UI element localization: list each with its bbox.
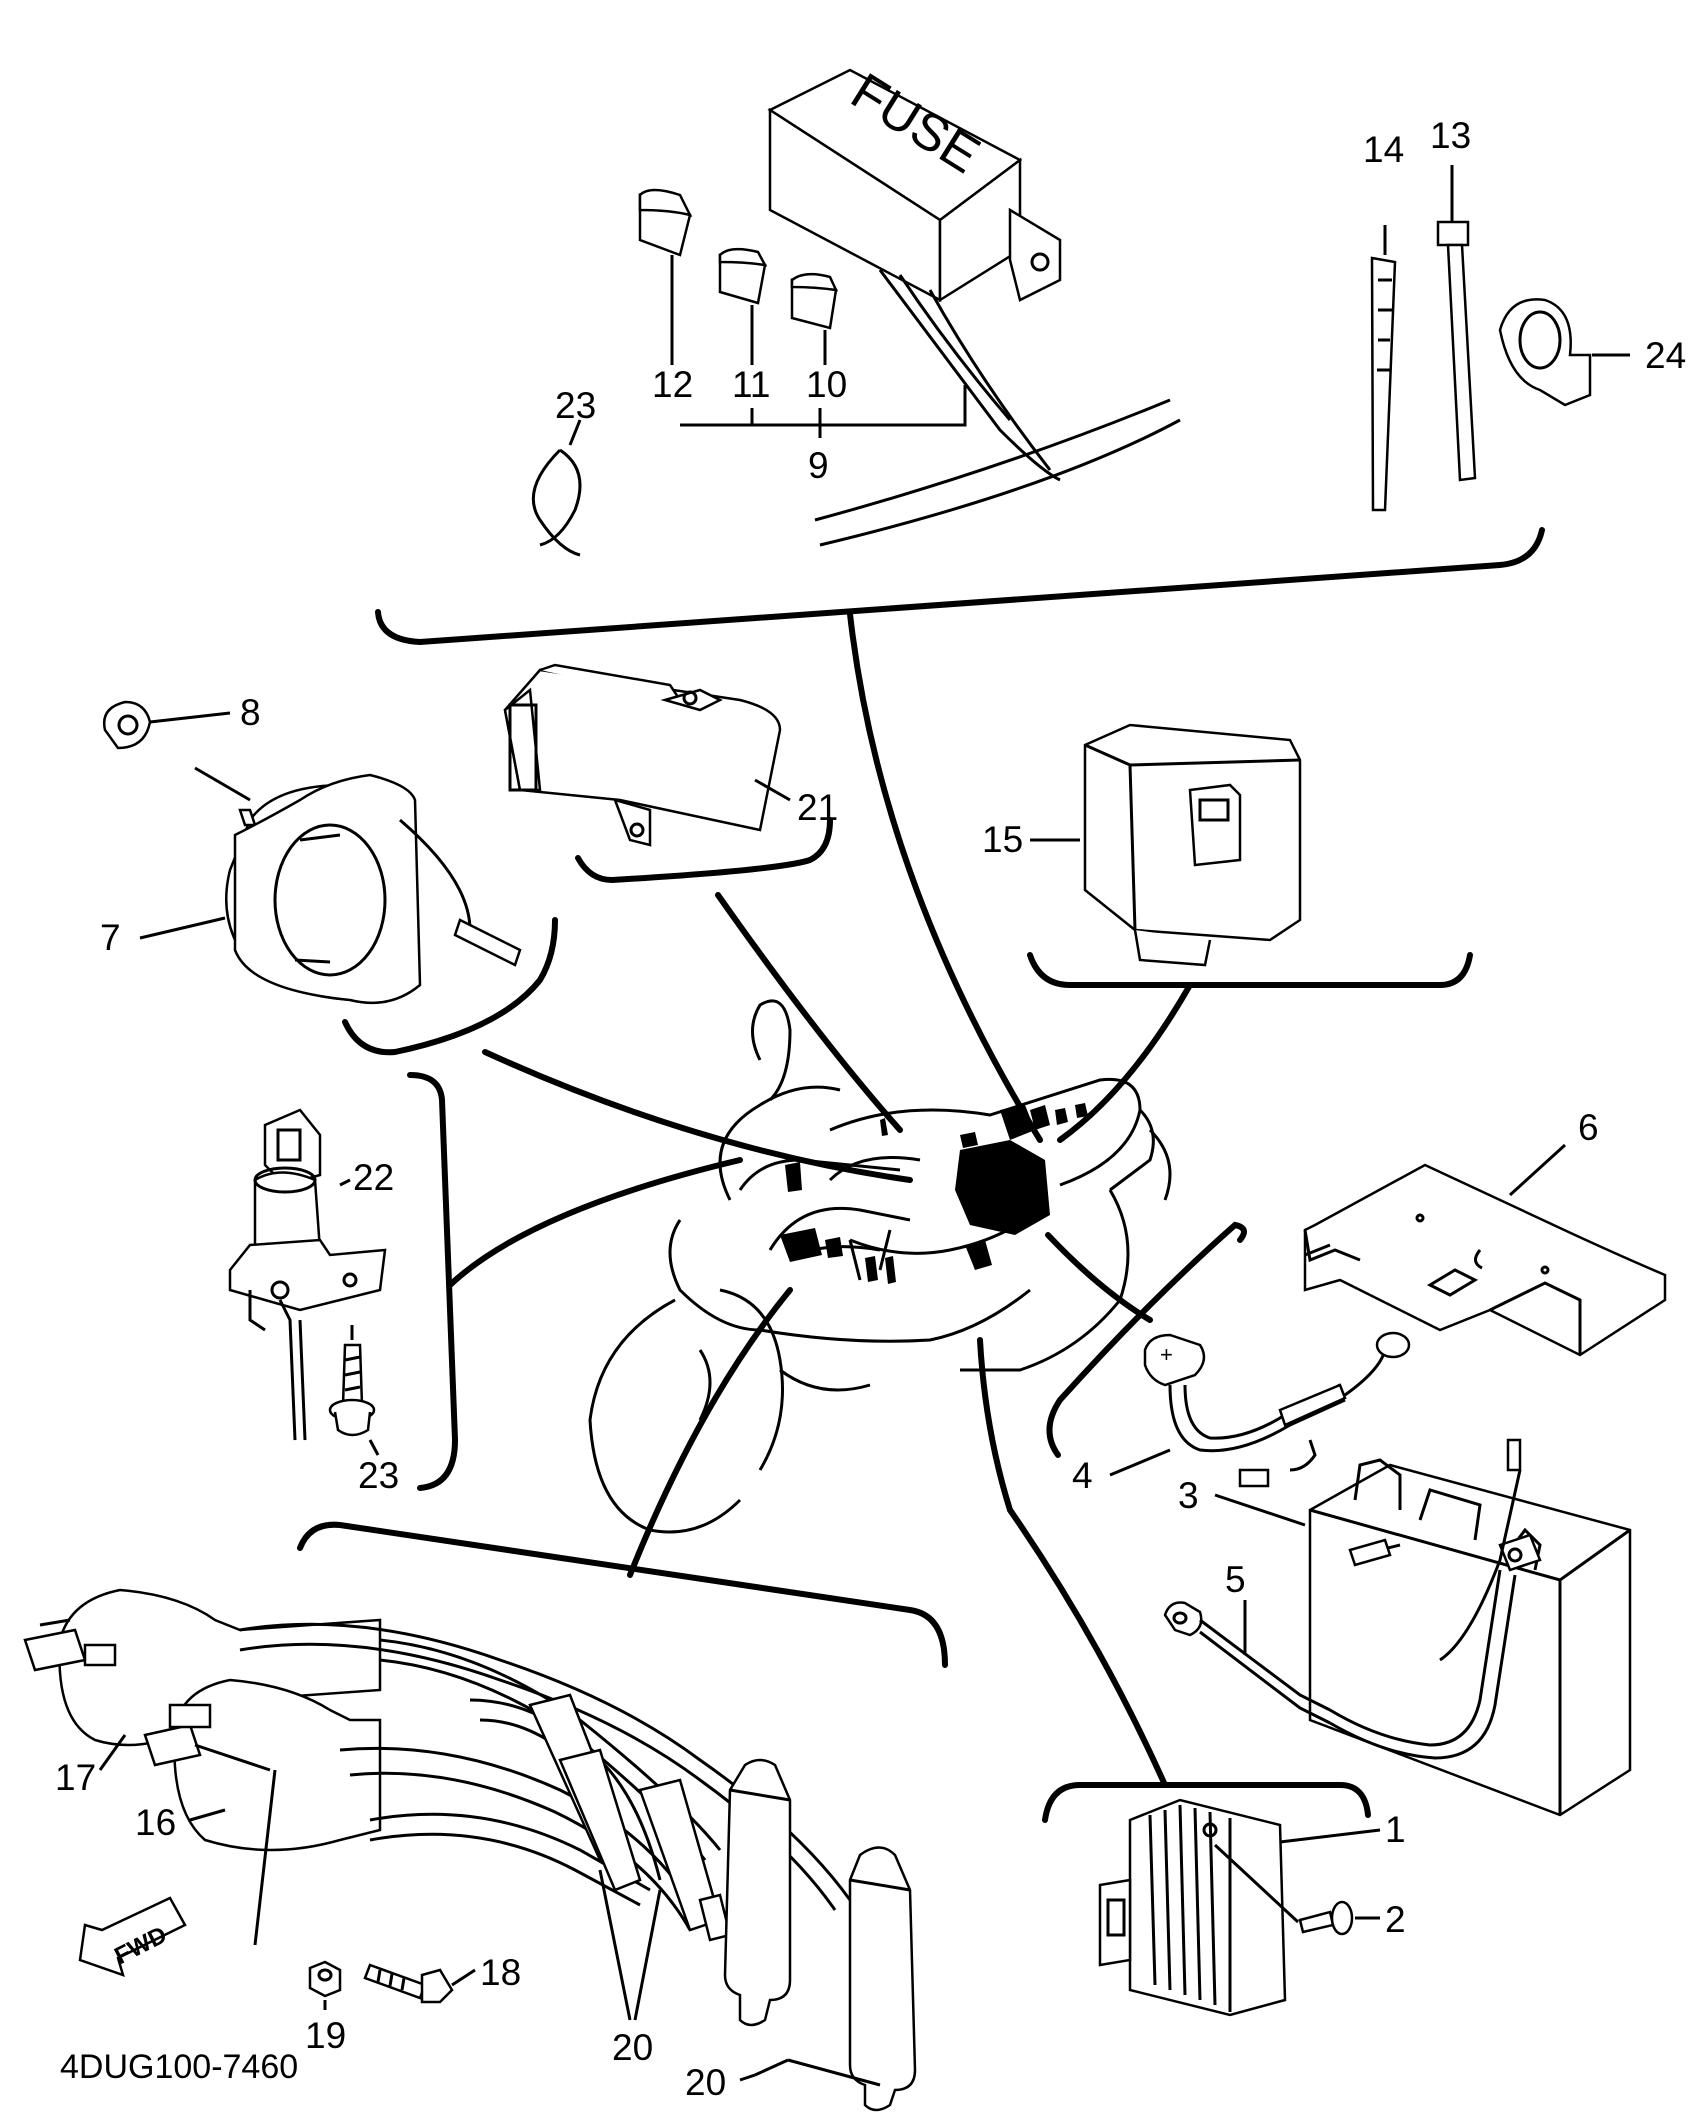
nut-8 bbox=[102, 700, 152, 750]
callout-24: 23 bbox=[555, 385, 596, 426]
spark-plug-caps-front bbox=[528, 1693, 732, 1942]
battery-cable-4: + bbox=[1143, 1331, 1411, 1488]
cdi-bracket bbox=[575, 817, 833, 884]
screw-2 bbox=[1213, 1843, 1354, 1936]
top-group-bracket bbox=[375, 527, 1545, 646]
callout-23-label: 23 bbox=[358, 1455, 399, 1496]
leader-battery-to-bike bbox=[1045, 1232, 1153, 1323]
callout-8: 8 bbox=[240, 692, 261, 733]
callout-20-upper: 20 bbox=[612, 2027, 653, 2068]
callout-18: 18 bbox=[480, 1952, 521, 1993]
callout-3: 3 bbox=[1178, 1475, 1199, 1516]
component-blobs bbox=[780, 1103, 1088, 1284]
svg-text:+: + bbox=[1160, 1342, 1173, 1367]
callout-15: 15 bbox=[982, 819, 1023, 860]
cable-tie-13 bbox=[1436, 220, 1477, 482]
ground-cable-5 bbox=[1163, 1569, 1517, 1760]
battery-bracket bbox=[1046, 1221, 1247, 1458]
callout-22: 22 bbox=[353, 1157, 394, 1198]
battery-3 bbox=[1308, 1438, 1632, 1817]
spark-plug-caps-rear bbox=[723, 1758, 917, 2112]
fuse-11 bbox=[718, 247, 768, 305]
ignition-coil-bracket bbox=[297, 1521, 948, 1668]
callout-2: 2 bbox=[1385, 1899, 1406, 1940]
fwd-arrow: FWD bbox=[78, 1896, 187, 1977]
callout-7: 7 bbox=[100, 917, 121, 958]
bolt-18 bbox=[363, 1963, 454, 2004]
callout-4: 4 bbox=[1072, 1455, 1093, 1496]
horn bbox=[194, 766, 522, 1005]
callout-13: 13 bbox=[1430, 115, 1471, 156]
clamp-25 bbox=[1498, 298, 1592, 407]
callout-6: 6 bbox=[1578, 1107, 1599, 1148]
callout-16: 16 bbox=[135, 1802, 176, 1843]
cable-tie-14 bbox=[1370, 256, 1397, 512]
battery-cover-6 bbox=[1303, 1163, 1667, 1357]
ignition-bracket bbox=[407, 1072, 459, 1491]
callout-17: 17 bbox=[55, 1757, 96, 1798]
leader-coil-to-bike bbox=[627, 1287, 793, 1578]
horn-bracket bbox=[342, 917, 558, 1056]
leader-fuse-to-bike bbox=[847, 611, 1043, 1143]
callout-5: 5 bbox=[1225, 1559, 1246, 1600]
cdi-unit bbox=[503, 663, 782, 847]
rectifier-regulator-1 bbox=[1098, 1798, 1287, 2017]
leader-ignition-to-bike bbox=[447, 1157, 743, 1288]
rectifier-bracket bbox=[1042, 1782, 1371, 1823]
callout-12: 12 bbox=[652, 364, 693, 405]
fuse-10 bbox=[790, 272, 839, 330]
callout-10: 10 bbox=[806, 364, 847, 405]
ignition-coil-16 bbox=[143, 1678, 382, 1852]
relay-bracket bbox=[1027, 952, 1473, 988]
collar-19 bbox=[308, 1960, 342, 1998]
ignition-switch bbox=[228, 1108, 387, 1441]
callout-20-lower: 20 bbox=[685, 2062, 726, 2103]
wire-clip-24 bbox=[531, 448, 582, 557]
leader-rectifier-to-bike bbox=[977, 1337, 1168, 1788]
callout-25: 24 bbox=[1645, 335, 1686, 376]
callout-1: 1 bbox=[1385, 1809, 1406, 1850]
screw-23 bbox=[328, 1343, 376, 1437]
leader-horn-to-bike bbox=[482, 1049, 913, 1183]
callout-9: 9 bbox=[808, 445, 829, 486]
fuse-12 bbox=[638, 188, 693, 257]
relay-unit bbox=[1083, 723, 1302, 967]
callout-11: 11 bbox=[732, 364, 770, 405]
callout-21: 21 bbox=[797, 787, 838, 828]
ignition-coil-17 bbox=[23, 1588, 382, 1747]
leader-cdi-to-bike bbox=[715, 892, 903, 1133]
callout-19: 19 bbox=[305, 2015, 346, 2056]
leader-relay-to-bike bbox=[1057, 982, 1193, 1143]
callout-14: 14 bbox=[1363, 129, 1404, 170]
diagram-code: 4DUG100-7460 bbox=[60, 2048, 298, 2086]
